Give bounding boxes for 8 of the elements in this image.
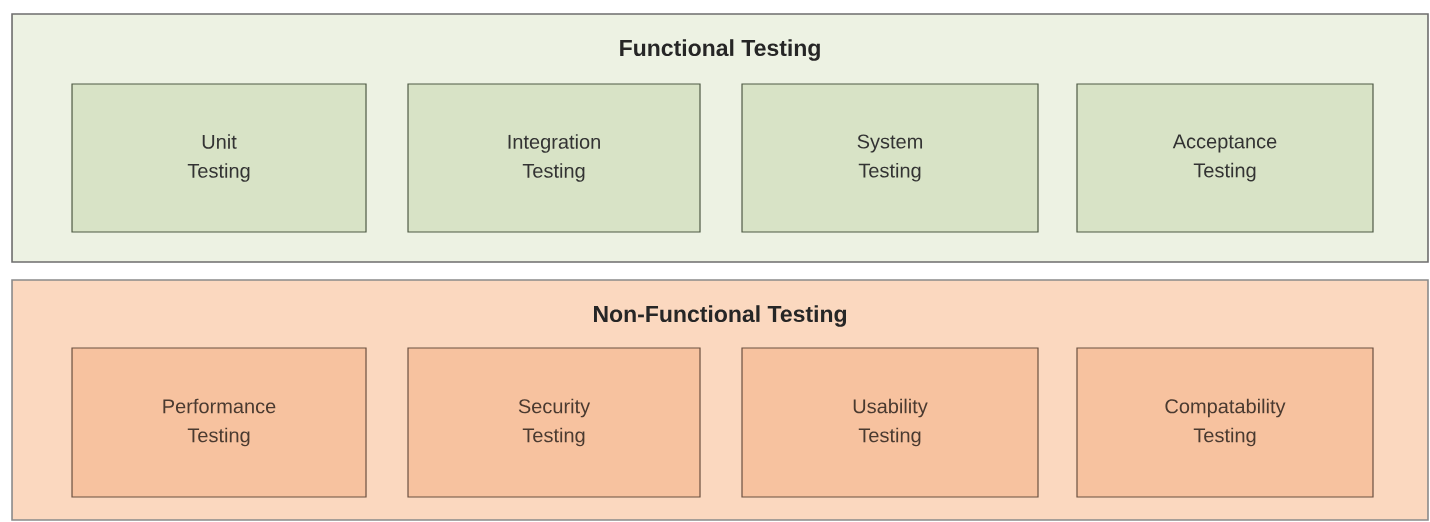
process-box: Unit Testing [71, 83, 367, 233]
process-box: Acceptance Testing [1076, 83, 1374, 233]
process-box: Security Testing [407, 347, 701, 498]
process-box: System Testing [741, 83, 1039, 233]
process-box: Performance Testing [71, 347, 367, 498]
process-box: Usability Testing [741, 347, 1039, 498]
process-box: Compatability Testing [1076, 347, 1374, 498]
process-box: Integration Testing [407, 83, 701, 233]
